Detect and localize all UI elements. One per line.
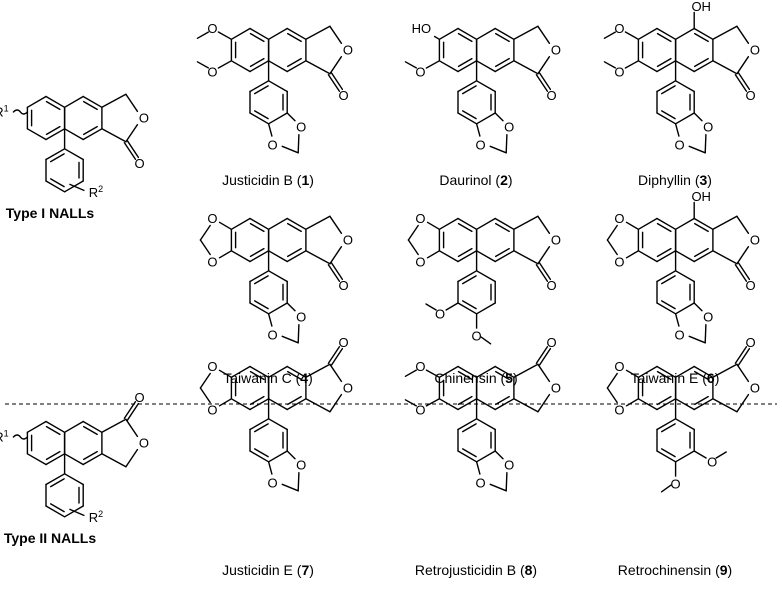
scaffold-type1: O O R1R2Type I NALLs [0,93,149,221]
r2-substituent: R2 [89,509,103,525]
methoxy-oxygen: O [707,455,717,470]
dioxole-oxygen: O [268,327,278,342]
carbonyl-oxygen: O [547,335,557,350]
ring-oxygen: O [551,233,561,248]
dioxole-oxygen: O [614,402,624,417]
carbonyl-oxygen: O [135,156,145,171]
carbonyl-oxygen: O [746,335,756,350]
ring-oxygen: O [139,111,149,126]
carbonyl-oxygen: O [547,278,557,293]
r1-substituent: R1 [0,104,9,120]
methoxy-oxygen: O [614,64,624,79]
ring-oxygen: O [750,43,760,58]
methoxy-oxygen: O [415,402,425,417]
dioxole-oxygen: O [476,475,486,490]
compound-1: O O O O O O Justicidin B (1) [196,21,353,188]
carbonyl-oxygen: O [339,335,349,350]
carbonyl-oxygen: O [746,278,756,293]
type-label: Type I NALLs [6,205,95,221]
dioxole-oxygen: O [675,327,685,342]
dioxole-oxygen: O [504,458,514,473]
compound-label: Retrojusticidin B (8) [415,562,537,578]
carbonyl-oxygen: O [339,278,349,293]
compound-label: Justicidin B (1) [222,172,314,188]
compound-7: O O O O O O Justicidin E (7) [199,335,353,578]
dioxole-oxygen: O [207,254,217,269]
hydroxyl-group: OH [691,189,711,204]
ring-oxygen: O [750,233,760,248]
dioxole-oxygen: O [703,120,713,135]
compound-label: Diphyllin (3) [638,172,712,188]
dioxole-oxygen: O [614,359,624,374]
dioxole-oxygen: O [415,211,425,226]
dioxole-oxygen: O [207,211,217,226]
compound-9: O O O O O O Retrochinensin (9) [606,335,760,578]
methoxy-oxygen: O [415,64,425,79]
dioxole-oxygen: O [207,402,217,417]
methoxy-oxygen: O [435,307,445,322]
dioxole-oxygen: O [504,120,514,135]
type-label: Type II NALLs [4,530,97,546]
methoxy-oxygen: O [472,328,482,343]
hydroxyl-group: HO [412,21,432,36]
methoxy-oxygen: O [207,21,217,36]
dioxole-oxygen: O [296,458,306,473]
dioxole-oxygen: O [675,137,685,152]
carbonyl-oxygen: O [746,88,756,103]
dioxole-oxygen: O [268,475,278,490]
dioxole-oxygen: O [703,310,713,325]
methoxy-oxygen: O [207,64,217,79]
dioxole-oxygen: O [415,254,425,269]
dioxole-oxygen: O [207,359,217,374]
compound-2: O O O HO O O Daurinol (2) [404,21,561,188]
dioxole-oxygen: O [476,137,486,152]
dioxole-oxygen: O [296,310,306,325]
methoxy-oxygen: O [671,476,681,491]
methoxy-oxygen: O [415,359,425,374]
dioxole-oxygen: O [614,211,624,226]
hydroxyl-group: OH [691,0,711,14]
ring-oxygen: O [343,43,353,58]
compound-8: O O O O O O Retrojusticidin B (8) [404,335,561,578]
ring-oxygen: O [551,43,561,58]
dioxole-oxygen: O [296,120,306,135]
methoxy-oxygen: O [614,21,624,36]
r2-substituent: R2 [89,184,103,200]
ring-oxygen: O [139,436,149,451]
ring-oxygen: O [551,381,561,396]
carbonyl-oxygen: O [547,88,557,103]
ring-oxygen: O [343,381,353,396]
dioxole-oxygen: O [268,137,278,152]
carbonyl-oxygen: O [135,390,145,405]
carbonyl-oxygen: O [339,88,349,103]
ring-oxygen: O [343,233,353,248]
scaffold-type2: O O R1R2Type II NALLs [0,390,149,546]
r1-substituent: R1 [0,429,9,445]
ring-oxygen: O [750,381,760,396]
compound-3: O O OH O O O O Diphyllin (3) [603,0,760,188]
dioxole-oxygen: O [614,254,624,269]
compound-label: Retrochinensin (9) [618,562,732,578]
compound-label: Daurinol (2) [439,172,512,188]
compound-label: Justicidin E (7) [222,562,314,578]
